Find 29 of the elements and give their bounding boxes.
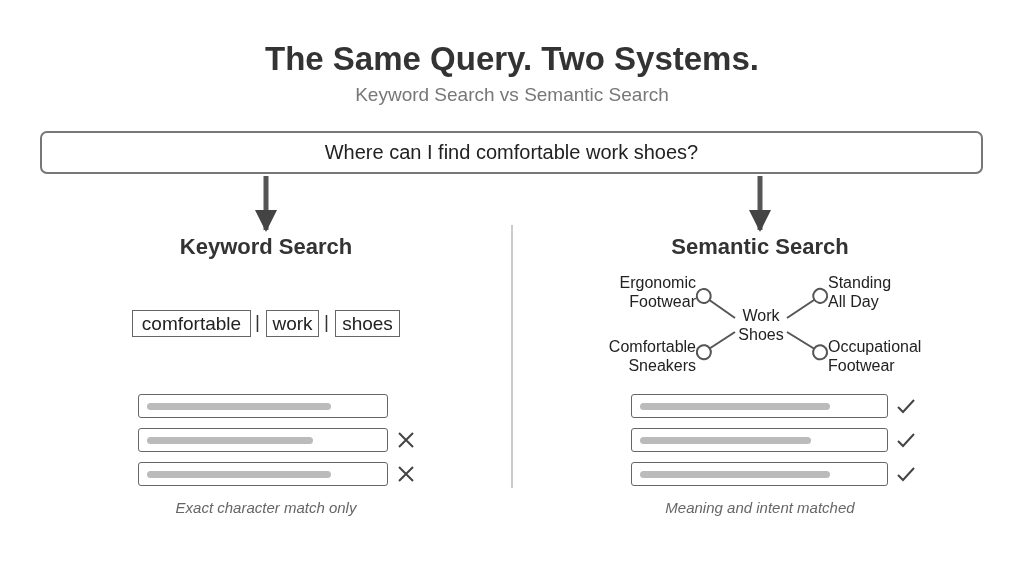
keyword-chip: work	[266, 310, 319, 337]
subtitle: Keyword Search vs Semantic Search	[354, 84, 670, 106]
concept-label: Occupational Footwear	[828, 337, 938, 375]
caption: Meaning and intent matched	[664, 499, 856, 516]
result-bar	[138, 462, 388, 486]
connector-line	[786, 287, 829, 319]
arrow	[255, 176, 277, 232]
connector-line	[695, 331, 736, 361]
concept-label: Work Shoes	[733, 305, 789, 345]
section-heading: Semantic Search	[640, 232, 880, 262]
result-bar	[631, 394, 888, 418]
concept-label: Comfortable Sneakers	[580, 337, 696, 375]
connector-line	[786, 331, 829, 361]
title: The Same Query. Two Systems.	[264, 40, 760, 78]
keyword-chip: shoes	[335, 310, 400, 337]
query-box: Where can I find comfortable work shoes?	[40, 131, 983, 174]
separator: |	[324, 311, 329, 333]
keyword-chip: comfortable	[132, 310, 251, 337]
arrow	[749, 176, 771, 232]
separator: |	[255, 311, 260, 333]
section-heading: Keyword Search	[150, 232, 382, 262]
result-bar	[631, 462, 888, 486]
result-bar	[631, 428, 888, 452]
connector-line	[695, 288, 736, 319]
result-bar	[138, 428, 388, 452]
result-bar	[138, 394, 388, 418]
concept-label: Ergonomic Footwear	[590, 273, 696, 311]
concept-label: Standing All Day	[828, 273, 903, 311]
caption: Exact character match only	[174, 499, 358, 516]
